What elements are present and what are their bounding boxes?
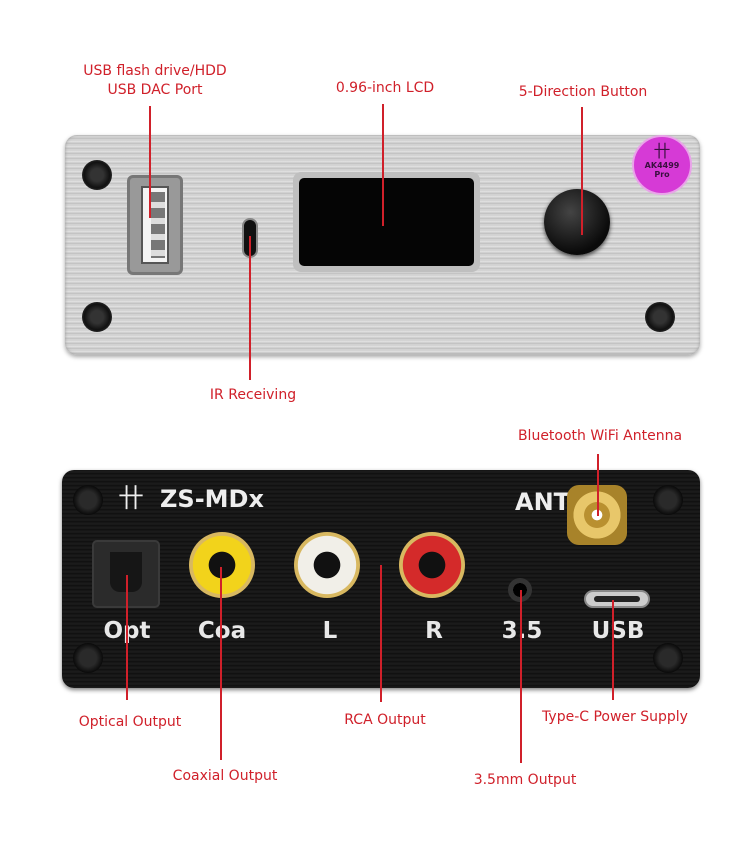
brand-logo-icon: 卄 bbox=[118, 484, 145, 514]
port-label-l: L bbox=[322, 618, 338, 644]
coaxial-leader bbox=[220, 567, 222, 760]
port-label-usb: USB bbox=[591, 618, 645, 644]
badge-variant: Pro bbox=[654, 170, 670, 179]
usb-c-port[interactable] bbox=[584, 590, 650, 608]
typec-label: Type-C Power Supply bbox=[542, 709, 688, 725]
screw-icon bbox=[82, 302, 112, 332]
brand-name: ZS-MDx bbox=[160, 485, 264, 513]
antenna-leader bbox=[597, 454, 599, 516]
port-label-coa: Coa bbox=[197, 618, 247, 644]
badge-model: AK4499 bbox=[644, 161, 680, 170]
usb-port-leader bbox=[149, 106, 151, 218]
typec-leader bbox=[612, 600, 614, 700]
rca-right-jack[interactable] bbox=[399, 532, 465, 598]
optical-leader bbox=[126, 575, 128, 700]
headphone-leader bbox=[520, 590, 522, 763]
screw-icon bbox=[73, 643, 103, 673]
screw-icon bbox=[653, 643, 683, 673]
ir-leader bbox=[249, 236, 251, 380]
coaxial-jack[interactable] bbox=[189, 532, 255, 598]
antenna-label: Bluetooth WiFi Antenna bbox=[517, 428, 683, 444]
ant-label: ANT bbox=[515, 488, 571, 516]
rca-left-jack[interactable] bbox=[294, 532, 360, 598]
screw-icon bbox=[653, 485, 683, 515]
screw-icon bbox=[645, 302, 675, 332]
coaxial-label: Coaxial Output bbox=[172, 768, 278, 784]
five-direction-button[interactable] bbox=[544, 189, 610, 255]
logo-icon: 卄 bbox=[653, 142, 671, 162]
button-label: 5-Direction Button bbox=[518, 84, 648, 100]
lcd-leader bbox=[382, 104, 384, 226]
ir-label: IR Receiving bbox=[209, 387, 297, 403]
usb-a-port bbox=[127, 175, 183, 275]
port-label-3-5: 3.5 bbox=[501, 618, 543, 644]
lcd-label: 0.96-inch LCD bbox=[335, 80, 435, 96]
rca-label: RCA Output bbox=[344, 712, 426, 728]
ak4499-badge: 卄 AK4499 Pro bbox=[632, 135, 692, 195]
screw-icon bbox=[73, 485, 103, 515]
lcd-screen bbox=[293, 172, 480, 272]
port-label-r: R bbox=[425, 618, 443, 644]
screw-icon bbox=[82, 160, 112, 190]
headphone-label: 3.5mm Output bbox=[473, 772, 577, 788]
button-leader bbox=[581, 107, 583, 235]
optical-label: Optical Output bbox=[78, 714, 182, 730]
rca-leader bbox=[380, 565, 382, 702]
